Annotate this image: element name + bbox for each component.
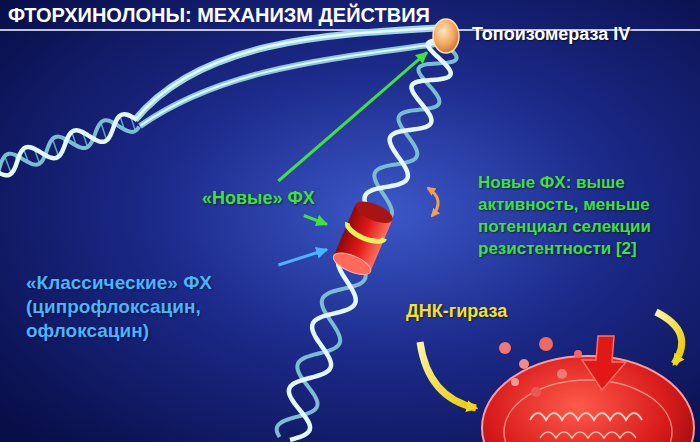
- gyrase-end: [331, 249, 374, 279]
- base-pair: [120, 116, 125, 130]
- drug-target-arrow: [304, 216, 327, 225]
- yellow-arrow: [420, 342, 476, 408]
- base-pair: [111, 122, 113, 128]
- base-pair: [24, 149, 29, 163]
- base-pair: [72, 132, 77, 146]
- note-text: Новые ФХ: выше активность, меньше потенц…: [478, 172, 692, 260]
- base-pair: [63, 138, 65, 144]
- base-pair: [15, 155, 17, 161]
- dna-strand: [289, 40, 451, 440]
- yellow-arrow: [656, 312, 682, 364]
- drug-node: «Классические» ФХ (ципрофлоксацин, офлок…: [20, 268, 276, 345]
- drug-label: «Новые» ФХ: [202, 187, 315, 210]
- drug-node: «Новые» ФХ: [196, 184, 321, 213]
- base-pair: [94, 136, 96, 141]
- rotation-arrow: [428, 188, 438, 216]
- base-pair: [130, 116, 135, 131]
- dna-strand: [0, 120, 139, 176]
- enzyme-node: Топоизомераза IV: [430, 14, 634, 52]
- topoisomerase-body: [433, 19, 459, 53]
- dna-ribbon: [135, 28, 438, 126]
- slide-title: ФТОРХИНОЛОНЫ: МЕХАНИЗМ ДЕЙСТВИЯ: [8, 4, 430, 27]
- dna-strand: [0, 114, 137, 175]
- bacterium: [482, 336, 694, 442]
- base-pair: [53, 139, 59, 157]
- dna-helix: [0, 37, 457, 440]
- base-pair: [5, 156, 12, 173]
- gyrase-band: [345, 223, 385, 246]
- topoisomerase-shape: [430, 14, 462, 58]
- drug-label: «Классические» ФХ (ципрофлоксацин, офлок…: [26, 271, 270, 342]
- enzyme-label: ДНК-гираза: [406, 300, 507, 323]
- base-pair: [101, 123, 107, 141]
- base-pair: [46, 152, 48, 156]
- gyrase-end: [352, 197, 395, 227]
- base-pair: [83, 132, 88, 147]
- drug-target-arrow: [278, 52, 427, 181]
- base-pair: [0, 169, 1, 173]
- drug-target-arrow: [278, 249, 327, 265]
- gyrase-shape: [330, 202, 396, 278]
- base-pair: [34, 149, 39, 164]
- enzyme-label: Топоизомераза IV: [472, 23, 630, 46]
- dna-strand: [277, 37, 457, 437]
